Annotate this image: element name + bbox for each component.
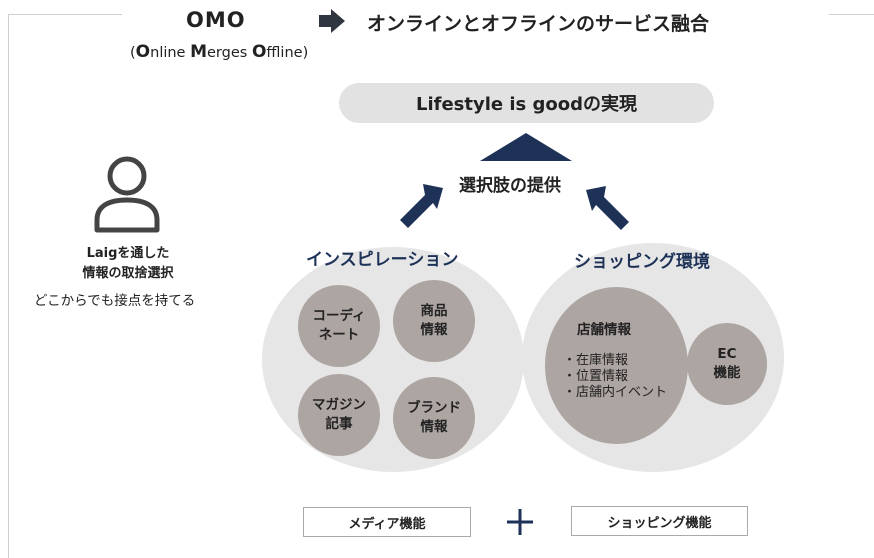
up-triangle-icon <box>480 133 572 161</box>
inspiration-circle <box>262 247 524 472</box>
store-info-item: ・位置情報 <box>563 369 629 384</box>
omo-subtitle: (Online Merges Offline) <box>130 42 308 62</box>
shopping-function-label: ショッピング機能 <box>607 515 712 531</box>
person-label: Laigを通した 情報の取捨選択 <box>62 244 194 284</box>
omo-description: オンラインとオフラインのサービス融合 <box>367 13 710 35</box>
right-arrow-icon <box>319 9 345 33</box>
frame-left-line <box>8 14 9 558</box>
shopping-function-box: ショッピング機能 <box>571 506 748 536</box>
brand-info-circle: ブランド 情報 <box>393 377 475 459</box>
word-ffline: ffline <box>266 45 303 61</box>
letter-m: M <box>190 42 208 62</box>
person-label-line2: 情報の取捨選択 <box>82 266 174 281</box>
store-info-item: ・在庫情報 <box>563 353 629 368</box>
goal-pill: Lifestyle is goodの実現 <box>339 83 714 123</box>
magazine-circle: マガジン 記事 <box>298 374 380 456</box>
person-note: どこからでも接点を持てる <box>34 293 196 309</box>
product-info-circle: 商品 情報 <box>393 280 475 362</box>
arrow-up-right-icon <box>400 184 443 228</box>
store-info-item: ・店舗内イベント <box>563 385 668 400</box>
shopping-title: ショッピング環境 <box>574 252 710 272</box>
choice-label: 選択肢の提供 <box>459 176 561 196</box>
person-icon <box>94 156 160 233</box>
paren-close: ) <box>302 45 309 61</box>
media-function-label: メディア機能 <box>348 516 426 532</box>
word-nline: nline <box>150 45 191 61</box>
arrow-up-left-icon <box>586 186 629 230</box>
omo-title: OMO <box>186 8 246 32</box>
word-erges: erges <box>207 45 252 61</box>
frame-top-left-line <box>8 14 122 15</box>
coordinate-circle: コーディ ネート <box>298 285 380 367</box>
inspiration-title: インスピレーション <box>306 250 459 270</box>
media-function-box: メディア機能 <box>303 507 471 537</box>
person-label-line1: Laigを通した <box>86 246 170 261</box>
store-info-list: ・在庫情報 ・位置情報 ・店舗内イベント <box>563 353 667 401</box>
ec-circle: EC 機能 <box>687 323 767 405</box>
store-info-title: 店舗情報 <box>577 322 631 338</box>
plus-icon <box>507 509 533 535</box>
letter-o: O <box>135 42 151 62</box>
store-info-oval <box>545 287 688 444</box>
letter-o-2: O <box>251 42 267 62</box>
goal-label: Lifestyle is goodの実現 <box>415 94 638 115</box>
frame-top-right-line <box>829 14 874 15</box>
paren-open: ( <box>130 45 136 61</box>
